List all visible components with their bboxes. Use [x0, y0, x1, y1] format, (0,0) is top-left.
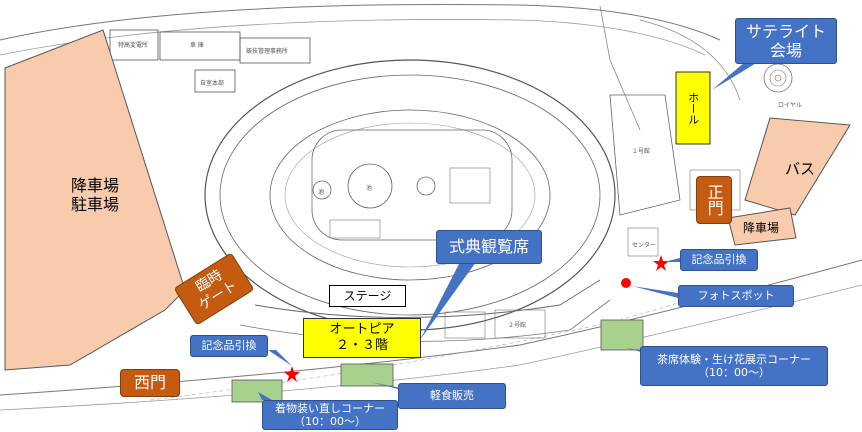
dropoff-area: [727, 207, 797, 246]
building-label-royal: ロイヤル: [778, 102, 802, 109]
building-label-office: 競技管理事務所: [246, 48, 289, 55]
kimono-corner-callout: 着物装い直しコーナー （10：00～）: [262, 400, 398, 430]
building-label-garage: 車 庫: [190, 42, 204, 49]
building-label-no2: ２号館: [508, 322, 527, 329]
west-gate-label: 西門: [120, 369, 180, 397]
stage-label: ステージ: [329, 285, 406, 307]
track-outer: [204, 59, 616, 331]
autopia-label: オートピア ２・３階: [303, 318, 421, 358]
satellite-callout: サテライト 会場: [735, 18, 837, 64]
building-no1: [609, 94, 681, 216]
hall-label: ホール: [686, 91, 700, 125]
star-marker-right: [653, 255, 669, 271]
building-label-hq: 自室本部: [200, 80, 225, 87]
booth-snack: [340, 363, 394, 387]
ceremony-seats-callout: 式典観覧席: [436, 230, 542, 264]
building-office: [239, 37, 311, 64]
photo-spot-callout: フォトスポット: [678, 285, 794, 307]
building-label-no1: １号館: [632, 148, 651, 155]
bus-label: バス: [784, 160, 815, 178]
pond-small: [312, 180, 332, 200]
track-inner: [269, 109, 551, 281]
tea-corner-callout: 茶席体験・生け花展示コーナー （10：00～）: [640, 346, 828, 386]
parking-lot-shape: [4, 29, 186, 371]
track-mid: [219, 74, 601, 316]
pond-big: [347, 163, 393, 209]
building-hq: [194, 69, 236, 93]
parking-label: 降車場 駐車場: [70, 175, 119, 214]
star-marker-left: [284, 366, 300, 382]
pond-label-small: 池: [318, 189, 325, 196]
main-gate-label: 正門: [696, 176, 732, 224]
building-substation: [109, 29, 159, 61]
pond-label-big: 池: [366, 185, 373, 192]
building-label-substation: 特高変電所: [118, 42, 149, 49]
snack-callout: 軽食販売: [398, 383, 506, 409]
booth-kimono: [231, 379, 283, 403]
building-center: [627, 227, 659, 257]
photo-spot-marker: [621, 278, 631, 288]
souvenir-left-callout: 記念品引換: [190, 335, 268, 357]
building-no2: [494, 309, 546, 339]
dropoff-label: 降車場: [742, 220, 779, 235]
building-label-center: センター: [632, 242, 657, 249]
infield: [311, 129, 513, 241]
booth-tea: [600, 319, 644, 351]
hall-rect: [675, 71, 711, 145]
souvenir-right-callout: 記念品引換: [680, 249, 758, 271]
